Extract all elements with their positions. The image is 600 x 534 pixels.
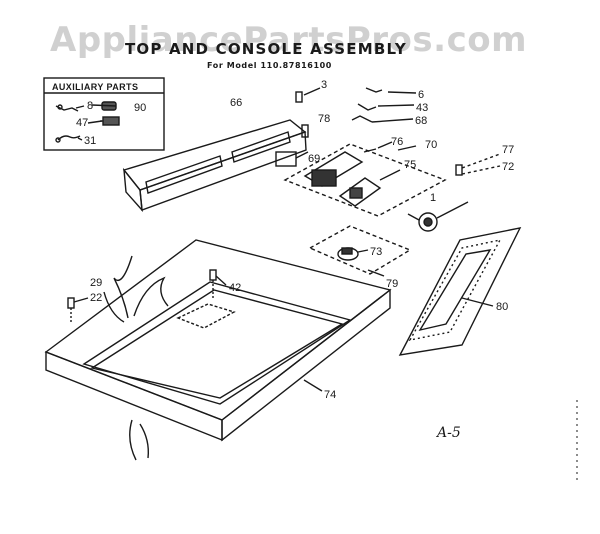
screw-78-icon xyxy=(301,124,309,138)
watermark: AppliancePartsPros.com xyxy=(50,20,528,60)
screw-77-icon xyxy=(455,164,463,176)
aux-part-47-icon xyxy=(100,116,120,126)
screw-76-icon xyxy=(363,148,377,153)
rear-panel xyxy=(398,227,522,356)
callout-66: 66 xyxy=(230,97,242,109)
callout-72: 72 xyxy=(502,161,514,173)
timer-housing xyxy=(303,151,364,187)
screw-3-icon xyxy=(295,91,303,103)
callout-80: 80 xyxy=(496,301,508,313)
aux-callout-31: 31 xyxy=(84,135,96,147)
auxiliary-parts-box xyxy=(43,77,165,151)
callout-68: 68 xyxy=(415,115,427,127)
aux-part-31-icon xyxy=(55,135,81,143)
callout-3: 3 xyxy=(321,79,327,91)
callout-1: 1 xyxy=(430,192,436,204)
callout-43: 43 xyxy=(416,102,428,114)
diagram-subtitle: For Model 110.87816100 xyxy=(207,61,332,70)
top-panel xyxy=(44,239,392,442)
wire-harness-icon xyxy=(103,255,169,461)
callout-6: 6 xyxy=(418,89,424,101)
callout-77: 77 xyxy=(502,144,514,156)
aux-callout-47: 47 xyxy=(76,117,88,129)
screw-22-icon xyxy=(67,297,75,322)
screw-42-icon xyxy=(209,269,217,300)
clip-43-icon xyxy=(357,103,377,111)
callout-73: 73 xyxy=(370,246,382,258)
aux-part-8-icon xyxy=(55,104,79,112)
switch-69-icon xyxy=(275,151,297,167)
page-note: A-5 xyxy=(437,425,461,441)
timer-knob-icon xyxy=(407,212,438,232)
callout-69: 69 xyxy=(308,153,320,165)
aux-callout-90: 90 xyxy=(134,102,146,114)
console-panel xyxy=(122,119,307,213)
knob-73-icon xyxy=(337,247,359,261)
callout-79: 79 xyxy=(386,278,398,290)
callout-29: 29 xyxy=(90,277,102,289)
callout-78: 78 xyxy=(318,113,330,125)
auxiliary-parts-title: AUXILIARY PARTS xyxy=(52,82,139,92)
switch-75-icon xyxy=(338,177,382,207)
diagram-title: TOP AND CONSOLE ASSEMBLY xyxy=(125,40,407,58)
callout-75: 75 xyxy=(404,159,416,171)
bracket-6-icon xyxy=(365,87,383,93)
callout-22: 22 xyxy=(90,292,102,304)
aux-callout-8: 8 xyxy=(87,100,93,112)
bracket-68-icon xyxy=(351,115,373,123)
callout-42: 42 xyxy=(229,282,241,294)
callout-76: 76 xyxy=(391,136,403,148)
callout-labels: 3 6 43 68 66 78 76 70 69 75 77 72 1 73 7… xyxy=(76,79,514,401)
callout-70: 70 xyxy=(425,139,437,151)
callout-74: 74 xyxy=(324,389,336,401)
